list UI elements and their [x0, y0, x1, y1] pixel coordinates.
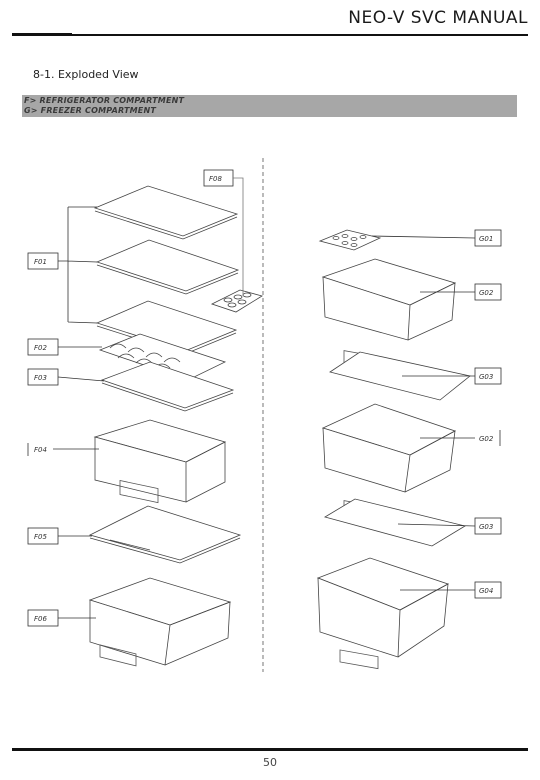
label-g03-lower: G03 [397, 517, 502, 535]
legend-refrigerator: F> REFRIGERATOR COMPARTMENT [24, 96, 185, 105]
footer-rule [12, 748, 528, 751]
drawer-cover [88, 505, 242, 564]
freezer-drawer-3 [316, 557, 450, 670]
exploded-view-diagram: F08 F01 F02 F03 F04 F05 F06 [27, 158, 502, 672]
label-g03-upper: G03 [402, 367, 502, 385]
svg-text:G04: G04 [479, 587, 493, 595]
freezer-drawer-2 [321, 403, 457, 520]
page-number: 50 [263, 756, 277, 769]
label-f08: F08 [203, 169, 244, 296]
svg-text:F03: F03 [34, 374, 47, 382]
svg-text:G02: G02 [479, 435, 494, 443]
ice-tray [318, 229, 382, 251]
shelf-glass-4 [100, 361, 235, 412]
label-g01: G01 [371, 229, 502, 247]
legend-bar: F> REFRIGERATOR COMPARTMENT G> FREEZER C… [22, 95, 517, 117]
shelf-glass-1 [93, 185, 239, 240]
svg-text:G02: G02 [479, 289, 494, 297]
label-g04: G04 [400, 581, 502, 599]
svg-text:F08: F08 [209, 175, 222, 183]
label-f03: F03 [27, 368, 105, 386]
crisper-drawer [93, 419, 227, 504]
shelf-glass-2 [95, 239, 240, 295]
freezer-cover-2 [323, 498, 467, 547]
label-f01: F01 [27, 206, 98, 324]
svg-text:F04: F04 [34, 446, 47, 454]
lower-drawer [88, 577, 232, 667]
label-f04: F04 [27, 443, 99, 456]
svg-text:F01: F01 [34, 258, 47, 266]
svg-text:F02: F02 [34, 344, 47, 352]
svg-text:G01: G01 [479, 235, 493, 243]
label-g02-upper: G02 [420, 283, 502, 301]
label-f06: F06 [27, 609, 96, 627]
label-f02: F02 [27, 338, 102, 356]
legend-freezer: G> FREEZER COMPARTMENT [24, 106, 157, 115]
freezer-drawer-1 [321, 258, 457, 370]
svg-text:G03: G03 [479, 373, 493, 381]
label-g02-middle: G02 [420, 430, 501, 446]
svg-text:F05: F05 [34, 533, 47, 541]
svg-text:G03: G03 [479, 523, 493, 531]
section-heading: 8-1. Exploded View [33, 68, 139, 81]
manual-title: NEO-V SVC MANUAL [348, 8, 528, 28]
label-f05: F05 [27, 527, 92, 545]
svg-text:F06: F06 [34, 615, 47, 623]
egg-tray [210, 289, 263, 313]
header-rule [12, 33, 528, 36]
